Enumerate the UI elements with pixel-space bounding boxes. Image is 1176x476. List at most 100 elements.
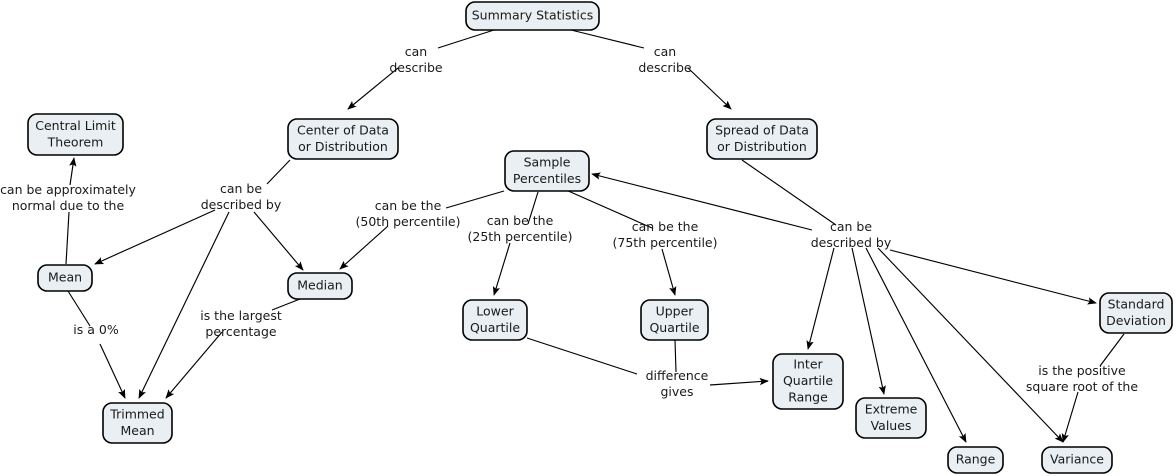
link-label-line: can be <box>220 181 262 196</box>
node-label-variance: Variance <box>1050 452 1104 467</box>
node-mean[interactable]: Mean <box>37 264 93 292</box>
link-label-line: (75th percentile) <box>613 235 718 250</box>
edge-center-to-desclabel <box>266 159 291 185</box>
node-box-spread[interactable] <box>706 118 818 160</box>
node-label-lowerq: Quartile <box>470 320 520 335</box>
node-label-upperq: Quartile <box>649 320 699 335</box>
node-range[interactable]: Range <box>947 446 1004 474</box>
edge-descright-to-percent <box>591 172 813 231</box>
link-label-l-75th: can be the(75th percentile) <box>613 219 718 250</box>
link-label-line: can be the <box>487 213 554 228</box>
link-label-line: can be the <box>375 198 442 213</box>
node-box-center[interactable] <box>287 118 399 160</box>
node-label-median: Median <box>297 278 342 293</box>
node-label-clt: Theorem <box>47 134 104 149</box>
node-label-percent: Percentiles <box>513 171 581 186</box>
edge-descright-to-iqr <box>806 247 835 350</box>
node-label-spread: Spread of Data <box>715 122 809 137</box>
edge-label75-to-upperq <box>661 248 677 296</box>
link-label-line: (50th percentile) <box>356 214 461 229</box>
node-label-range: Range <box>956 452 996 467</box>
edge-label25-to-lowerq <box>492 242 511 296</box>
edge-upperq-to-difflabel <box>674 339 677 373</box>
node-box-upperq[interactable] <box>640 299 709 341</box>
node-box-lowerq[interactable] <box>462 299 528 341</box>
node-label-extreme: Values <box>871 418 912 433</box>
edge-descright-to-extreme <box>851 247 886 395</box>
edge-spread-to-descright <box>741 159 837 226</box>
node-box-variance[interactable] <box>1041 446 1113 474</box>
link-label-line: describe <box>389 60 443 75</box>
node-label-trimmed: Trimmed <box>109 406 164 421</box>
edge-label50-to-median <box>339 225 389 270</box>
node-box-extreme[interactable] <box>855 397 927 439</box>
edge-difflabel-to-iqr <box>709 377 769 386</box>
node-box-stddev[interactable] <box>1099 292 1173 334</box>
edge-percent-to-75label <box>565 189 653 229</box>
link-label-line: is the largest <box>200 308 282 323</box>
node-label-trimmed: Mean <box>120 423 154 438</box>
node-box-percent[interactable] <box>504 150 590 192</box>
edge-summary-to-candescribe-right <box>570 29 645 49</box>
link-label-line: can be the <box>632 219 699 234</box>
edge-stddev-to-sqrtlabel <box>1099 333 1125 367</box>
link-label-line: normal due to the <box>12 198 125 213</box>
link-label-l-50th: can be the(50th percentile) <box>356 198 461 229</box>
edge-sqrtlabel-to-variance <box>1061 391 1079 443</box>
link-label-line: can <box>405 44 427 59</box>
node-variance[interactable]: Variance <box>1041 446 1113 474</box>
link-label-line: can <box>654 44 676 59</box>
link-label-line: can be approximately <box>0 182 136 197</box>
link-label-line: described by <box>811 235 892 250</box>
node-box-trimmed[interactable] <box>102 402 173 444</box>
node-box-summary[interactable] <box>465 1 600 31</box>
node-median[interactable]: Median <box>287 272 353 300</box>
node-label-upperq: Upper <box>656 303 695 318</box>
link-label-line: is a 0% <box>73 322 119 337</box>
node-box-median[interactable] <box>287 272 353 300</box>
node-label-center: or Distribution <box>298 139 388 154</box>
edge-mean-to-clt-label <box>65 211 70 265</box>
edge-mean-to-0pctlabel <box>67 290 91 327</box>
node-box-range[interactable] <box>947 446 1004 474</box>
node-summary[interactable]: Summary Statistics <box>465 1 600 31</box>
node-label-summary: Summary Statistics <box>472 8 594 23</box>
edge-descright-to-range <box>865 247 967 443</box>
link-label-line: gives <box>660 384 693 399</box>
node-box-iqr[interactable] <box>772 353 844 410</box>
edge-summary-to-candescribe-left <box>437 29 495 49</box>
link-label-l-25th: can be the(25th percentile) <box>468 213 573 244</box>
link-label-line: is the positive <box>1038 363 1126 378</box>
link-label-l-0pct: is a 0% <box>73 322 119 337</box>
node-label-center: Center of Data <box>297 122 389 137</box>
edge-label0pct-to-trimmed <box>99 343 126 399</box>
edge-clt-label-to-clt <box>69 157 77 186</box>
edge-lowerq-to-difflabel <box>526 337 638 375</box>
node-center[interactable]: Center of Data or Distribution <box>287 118 399 160</box>
node-label-stddev: Standard <box>1108 296 1165 311</box>
node-box-clt[interactable] <box>27 113 124 156</box>
node-label-iqr: Quartile <box>783 373 833 388</box>
link-label-line: (25th percentile) <box>468 229 573 244</box>
node-label-iqr: Range <box>788 390 828 405</box>
node-label-clt: Central Limit <box>35 118 116 133</box>
node-box-mean[interactable] <box>37 264 93 292</box>
edge-percent-to-50label <box>445 190 505 209</box>
link-label-line: difference <box>646 368 709 383</box>
